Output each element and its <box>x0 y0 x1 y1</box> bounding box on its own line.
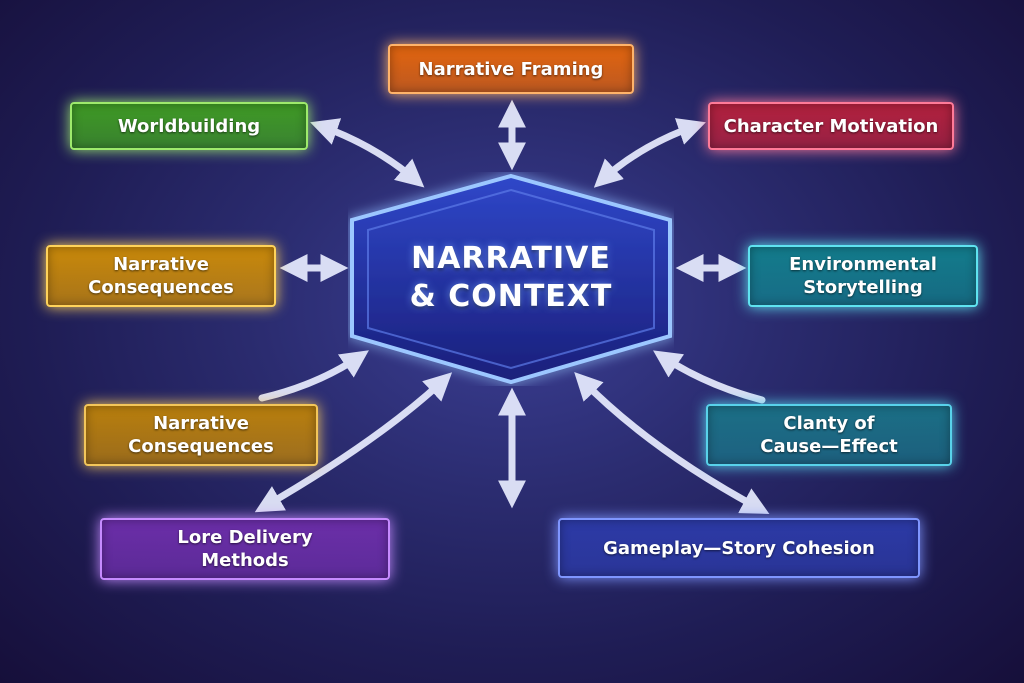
node-worldbuilding: Worldbuilding <box>70 102 308 150</box>
node-label: Worldbuilding <box>117 115 261 137</box>
arrow-character-motivation <box>593 118 706 188</box>
center-hexagon <box>350 173 672 385</box>
center-title-line1: NARRATIVE <box>411 241 611 276</box>
node-label: Consequences <box>88 277 234 298</box>
arrow-clanty <box>653 350 766 404</box>
node-label: Cause—Effect <box>760 436 898 457</box>
node-narrative-consequences-2: Narrative Consequences <box>84 404 318 466</box>
node-label: Lore Delivery <box>177 527 313 548</box>
arrow-worldbuilding <box>310 118 425 188</box>
node-label: Storytelling <box>803 277 923 298</box>
node-label: Character Motivation <box>723 115 939 137</box>
center-title: NARRATIVE & CONTEXT <box>348 240 674 316</box>
node-label: Gameplay—Story Cohesion <box>603 537 875 559</box>
center-title-line2: & CONTEXT <box>409 279 613 314</box>
node-lore-delivery-methods: Lore Delivery Methods <box>100 518 390 580</box>
node-environmental-storytelling: Environmental Storytelling <box>748 245 978 307</box>
node-character-motivation: Character Motivation <box>708 102 954 150</box>
node-label: Narrative <box>153 413 249 434</box>
node-label: Consequences <box>128 436 274 457</box>
node-narrative-consequences-1: Narrative Consequences <box>46 245 276 307</box>
arrow-gameplay-cohesion <box>574 371 770 514</box>
node-narrative-framing: Narrative Framing <box>388 44 634 94</box>
arrow-lore-delivery <box>254 372 453 513</box>
node-label: Environmental <box>789 254 937 275</box>
node-clanty-of-cause-effect: Clanty of Cause—Effect <box>706 404 952 466</box>
node-label: Narrative Framing <box>418 58 604 80</box>
node-label: Methods <box>201 550 289 571</box>
node-label: Clanty of <box>783 413 875 434</box>
arrow-narrative-consequences-2 <box>258 350 369 402</box>
node-label: Narrative <box>113 254 209 275</box>
node-gameplay-story-cohesion: Gameplay—Story Cohesion <box>558 518 920 578</box>
